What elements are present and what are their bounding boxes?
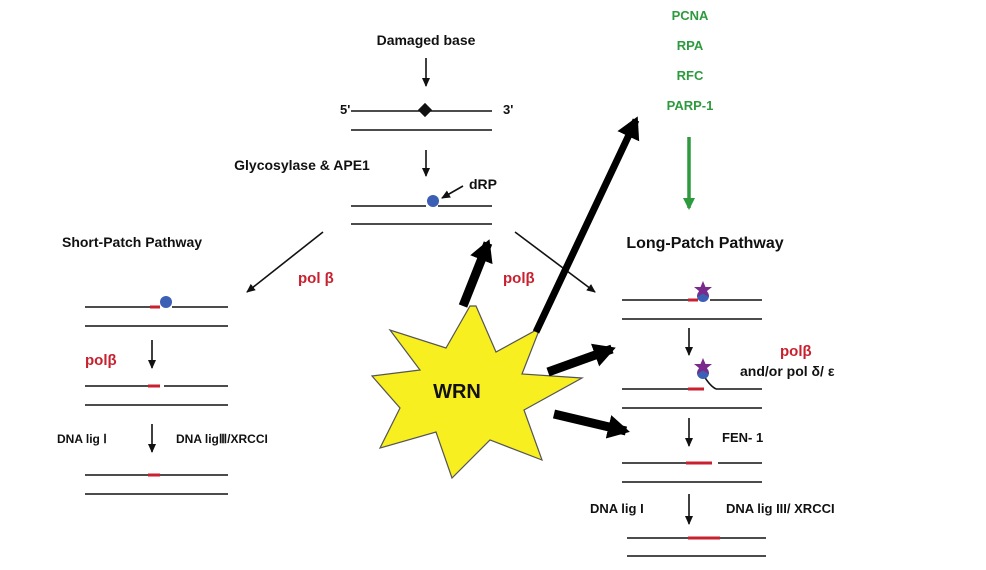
pol-beta-short-label: polβ (85, 352, 117, 369)
arrow-to-short-patch (246, 231, 324, 293)
pol-beta-mid-label: polβ (503, 270, 535, 287)
wrn-arrow-long2 (552, 409, 630, 439)
dna-lig-iii-short-label: DNA ligⅢ/XRCCI (176, 432, 268, 446)
factor-pcna: PCNA (672, 8, 709, 23)
drp-label: dRP (469, 176, 497, 192)
wrn-arrow-long1 (546, 343, 616, 377)
wrn-label: WRN (433, 381, 481, 403)
damaged-base-diamond (417, 102, 433, 118)
short-patch-title: Short-Patch Pathway (62, 234, 202, 250)
arrow-to-long-patch (514, 231, 596, 293)
dna-lig-i-long-label: DNA lig I (590, 501, 644, 516)
wrn-arrow-up (458, 239, 493, 308)
pol-beta-long-label: polβ (780, 343, 812, 360)
factor-rpa: RPA (677, 38, 704, 53)
damaged-base-label: Damaged base (377, 32, 476, 48)
glycosylase-label: Glycosylase & APE1 (234, 157, 370, 173)
factor-rfc: RFC (677, 68, 704, 83)
lp2-purple-star (694, 358, 712, 374)
pol-delta-label: and/or pol δ/ ε (740, 363, 835, 379)
sp1-drp-dot (160, 296, 172, 308)
long-patch-title: Long-Patch Pathway (626, 235, 783, 252)
drp-pointer-arrow (441, 185, 464, 199)
dna-lig-iii-long-label: DNA lig III/ XRCCI (726, 501, 835, 516)
dna-lig-i-short-label: DNA lig Ⅰ (57, 432, 107, 446)
drp-dot (427, 195, 439, 207)
lp1-purple-star (694, 281, 712, 297)
factor-parp1: PARP-1 (667, 98, 714, 113)
wrn-starburst (370, 305, 585, 480)
wrn-arrow-parp (532, 116, 640, 334)
five-prime-label: 5' (340, 102, 350, 117)
fen1-label: FEN- 1 (722, 430, 763, 445)
three-prime-label: 3' (503, 102, 513, 117)
pol-beta-left-label: pol β (298, 270, 334, 287)
